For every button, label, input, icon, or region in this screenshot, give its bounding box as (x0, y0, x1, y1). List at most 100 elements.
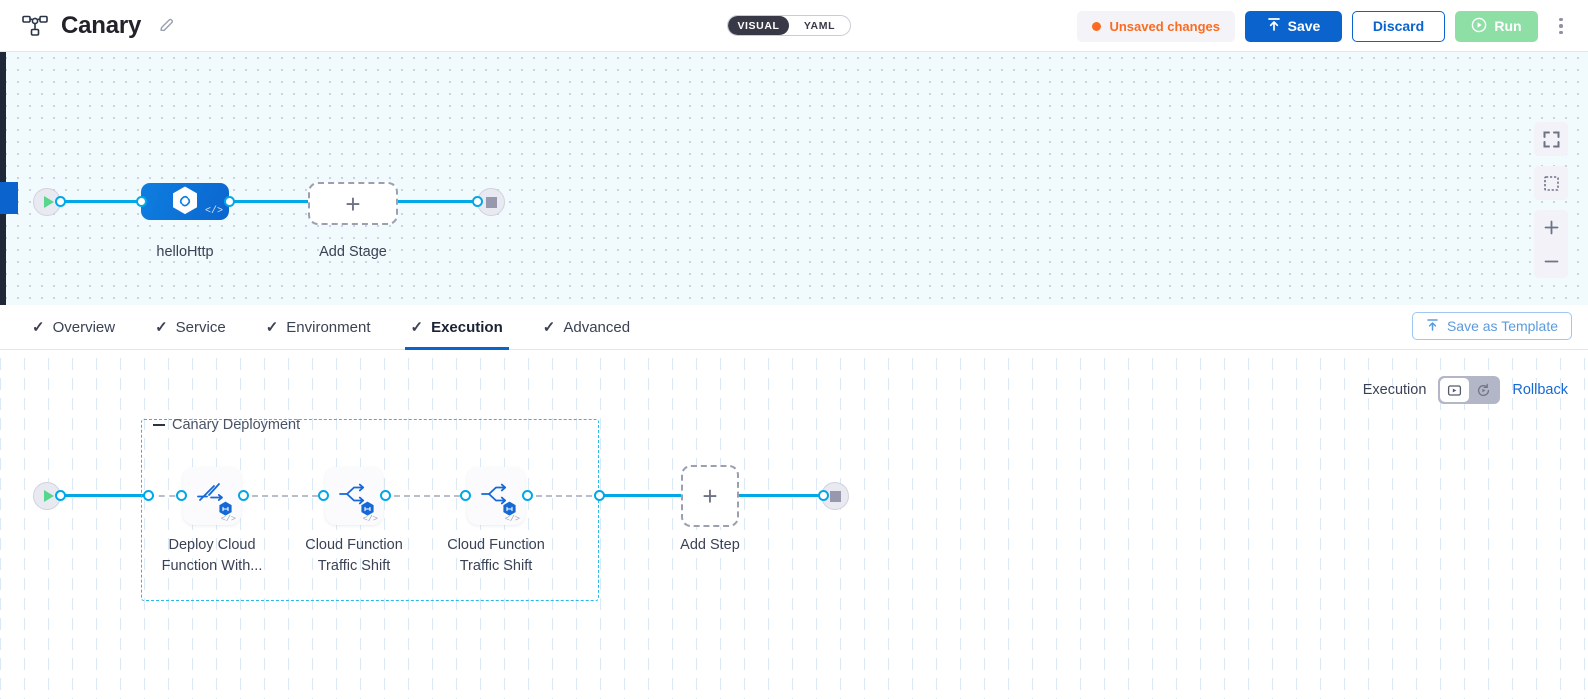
hexagon-badge-icon (218, 501, 233, 517)
connector-wire-dashed (242, 495, 328, 497)
zoom-out-icon[interactable] (1534, 244, 1568, 278)
rollback-link[interactable]: Rollback (1512, 382, 1568, 398)
upload-icon (1267, 17, 1281, 35)
step-output-port[interactable] (522, 490, 533, 501)
plus-icon: + (345, 188, 361, 219)
save-as-template-button[interactable]: Save as Template (1411, 312, 1572, 340)
view-mode-toggle[interactable]: VISUAL YAML (727, 15, 851, 36)
add-stage-label: Add Stage (319, 244, 387, 260)
stop-icon (829, 490, 841, 502)
step-node-traffic-shift-2[interactable]: </> (467, 467, 525, 525)
tab-service[interactable]: ✓ Service (135, 305, 246, 350)
step-output-port[interactable] (380, 490, 391, 501)
tab-environment[interactable]: ✓ Environment (246, 305, 391, 350)
upload-icon (1426, 318, 1439, 335)
tab-advanced-label: Advanced (563, 318, 631, 336)
zoom-controls (1534, 210, 1568, 278)
execution-step-canvas[interactable]: Execution Rollback (0, 350, 1588, 699)
fullscreen-icon[interactable] (1534, 122, 1568, 156)
add-stage-button[interactable]: + (308, 182, 398, 225)
pipeline-stage-canvas[interactable]: </> helloHttp + Add Stage (0, 52, 1588, 305)
step-label-line1: Deploy Cloud (168, 537, 256, 553)
check-icon: ✓ (155, 319, 168, 336)
zoom-in-icon[interactable] (1534, 210, 1568, 244)
step-label-line2: Traffic Shift (317, 558, 391, 574)
tab-service-label: Service (175, 318, 226, 336)
traffic-shift-icon (479, 479, 513, 514)
step-node-label: Cloud Function Traffic Shift (426, 535, 566, 577)
check-icon: ✓ (32, 319, 45, 336)
collapse-dash-icon[interactable] (153, 424, 165, 426)
step-group-canary-deployment[interactable]: Canary Deployment (141, 417, 599, 601)
save-as-template-label: Save as Template (1446, 318, 1558, 334)
group-title-label: Canary Deployment (172, 417, 301, 433)
start-output-port[interactable] (55, 196, 66, 207)
step-input-port[interactable] (460, 490, 471, 501)
group-output-port[interactable] (594, 490, 605, 501)
connector-wire-dashed (148, 495, 186, 497)
connector-wire (738, 494, 832, 497)
group-input-port[interactable] (143, 490, 154, 501)
tab-advanced[interactable]: ✓ Advanced (523, 305, 650, 350)
app-header: Canary VISUAL YAML Unsaved changes Save … (0, 0, 1588, 52)
code-glyph-icon: </> (504, 514, 520, 524)
code-glyph-icon: </> (362, 514, 378, 524)
tab-execution-label: Execution (431, 318, 503, 336)
header-left-group: Canary (0, 12, 175, 40)
step-input-port[interactable] (176, 490, 187, 501)
stage-node-hellohttp[interactable]: </> (141, 183, 229, 220)
stage-output-port[interactable] (224, 196, 235, 207)
left-edge-rail (0, 52, 6, 305)
hexagon-link-icon (170, 185, 200, 218)
tab-overview-label: Overview (52, 318, 116, 336)
toggle-visual[interactable]: VISUAL (728, 16, 789, 35)
step-output-port[interactable] (238, 490, 249, 501)
play-circle-icon (1471, 17, 1487, 36)
group-title: Canary Deployment (153, 417, 300, 433)
end-input-port[interactable] (472, 196, 483, 207)
run-button[interactable]: Run (1455, 10, 1538, 42)
fit-screen-icon[interactable] (1534, 166, 1568, 200)
toggle-yaml[interactable]: YAML (803, 19, 836, 32)
step-input-port[interactable] (318, 490, 329, 501)
code-glyph-icon: </> (220, 514, 236, 524)
pipeline-nodes-icon (22, 15, 48, 37)
tab-overview[interactable]: ✓ Overview (12, 305, 135, 350)
execution-label: Execution (1362, 382, 1427, 398)
status-dot-icon (1092, 21, 1102, 31)
execution-end-node[interactable] (821, 482, 849, 510)
save-button[interactable]: Save (1245, 10, 1342, 42)
execution-toolbar: Execution Rollback (1363, 376, 1568, 404)
deploy-function-icon (195, 479, 229, 514)
stage-input-port[interactable] (136, 196, 147, 207)
save-button-label: Save (1287, 18, 1321, 34)
step-label-line1: Cloud Function (305, 537, 403, 553)
unsaved-label: Unsaved changes (1109, 18, 1220, 34)
end-input-port[interactable] (818, 490, 829, 501)
pencil-icon[interactable] (158, 17, 175, 34)
kebab-menu-icon[interactable] (1550, 10, 1572, 42)
connector-wire-dashed (526, 495, 602, 497)
check-icon: ✓ (265, 319, 279, 336)
stage-node-label: helloHttp (156, 244, 214, 260)
play-icon (43, 196, 54, 208)
step-node-traffic-shift-1[interactable]: </> (325, 467, 383, 525)
check-icon: ✓ (542, 319, 556, 336)
execution-icon[interactable] (1440, 378, 1470, 402)
pipeline-end-node[interactable] (477, 188, 505, 216)
discard-button[interactable]: Discard (1352, 10, 1445, 42)
add-step-button[interactable]: + (681, 465, 739, 527)
tab-environment-label: Environment (286, 318, 371, 336)
step-node-deploy-cloud-function[interactable]: </> (183, 467, 241, 525)
code-glyph-icon: </> (204, 206, 223, 217)
execution-mode-toggle[interactable] (1438, 376, 1501, 404)
rollback-icon[interactable] (1469, 378, 1498, 402)
traffic-shift-icon (337, 479, 371, 514)
section-tabs: ✓ Overview ✓ Service ✓ Environment ✓ Exe… (0, 305, 1588, 350)
step-label-line2: Function With... (161, 558, 263, 574)
page-title: Canary (61, 11, 142, 39)
add-step-label: Add Step (680, 537, 740, 553)
start-output-port[interactable] (55, 490, 66, 501)
header-actions: Unsaved changes Save Discard Run (1077, 0, 1572, 52)
tab-execution[interactable]: ✓ Execution (391, 305, 523, 350)
